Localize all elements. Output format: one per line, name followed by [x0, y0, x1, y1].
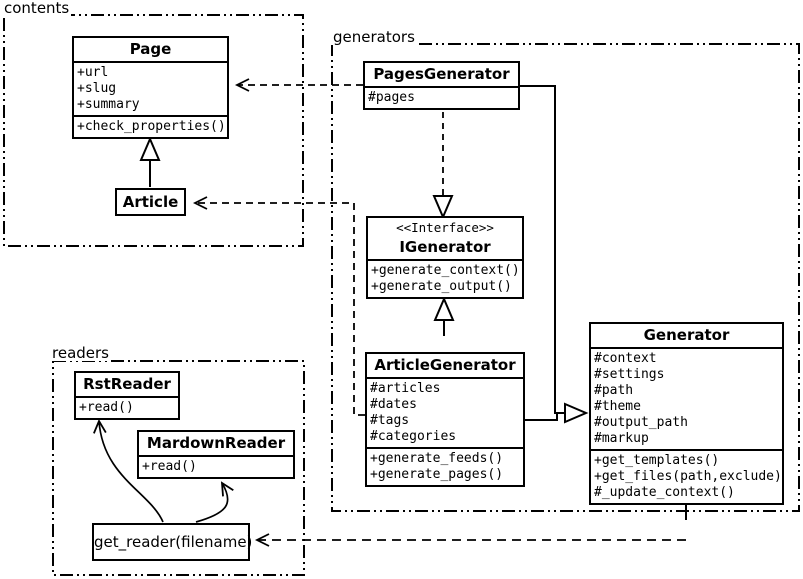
class-generator-methods: +get_templates() +get_files(path,exclude… [591, 449, 782, 503]
class-rstreader-name: RstReader [83, 375, 171, 393]
inheritance-articlegenerator-to-generator [525, 414, 558, 421]
class-page: Page +url +slug +summary +check_properti… [72, 36, 229, 139]
class-article: Article [115, 188, 186, 216]
package-frame-contents [3, 14, 304, 247]
class-rstreader: RstReader +read() [74, 371, 180, 420]
class-igenerator: <<Interface>> IGenerator +generate_conte… [366, 216, 524, 299]
dependency-articlegenerator-to-article [192, 196, 365, 416]
class-page-name: Page [129, 40, 172, 58]
arrow-getreader-to-mardownreader [195, 481, 234, 523]
class-mardownreader-methods: +read() [139, 455, 293, 477]
class-pagesgenerator-name: PagesGenerator [373, 65, 510, 83]
class-article-name: Article [122, 193, 179, 211]
package-label-readers: readers [50, 344, 111, 362]
class-generator: Generator #context #settings #path #them… [589, 322, 784, 505]
class-igenerator-methods: +generate_context() +generate_output() [368, 259, 522, 297]
package-frame-generators [331, 43, 800, 512]
class-mardownreader: MardownReader +read() [137, 430, 295, 479]
class-generator-name: Generator [643, 326, 730, 344]
class-mardownreader-name: MardownReader [146, 434, 286, 452]
package-label-contents: contents [2, 0, 72, 17]
class-page-methods: +check_properties() [74, 115, 227, 137]
class-pagesgenerator-attributes: #pages [365, 86, 518, 108]
package-label-generators: generators [331, 28, 417, 46]
class-igenerator-name: IGenerator [399, 238, 491, 256]
class-generator-attributes: #context #settings #path #theme #output_… [591, 347, 782, 449]
class-rstreader-methods: +read() [76, 396, 178, 418]
class-articlegenerator: ArticleGenerator #articles #dates #tags … [365, 352, 525, 487]
package-frame-readers [52, 360, 305, 576]
class-articlegenerator-attributes: #articles #dates #tags #categories [367, 377, 523, 447]
class-page-attributes: +url +slug +summary [74, 61, 227, 115]
inheritance-pagesgenerator-to-generator [520, 85, 589, 424]
function-box-get-reader: get_reader(filename) [92, 523, 252, 561]
arrow-getreader-to-rstreader [93, 418, 164, 523]
class-articlegenerator-name: ArticleGenerator [374, 356, 516, 374]
class-pagesgenerator: PagesGenerator #pages [363, 61, 520, 110]
class-igenerator-stereotype: <<Interface>> [396, 220, 494, 235]
class-articlegenerator-methods: +generate_feeds() +generate_pages() [367, 447, 523, 485]
